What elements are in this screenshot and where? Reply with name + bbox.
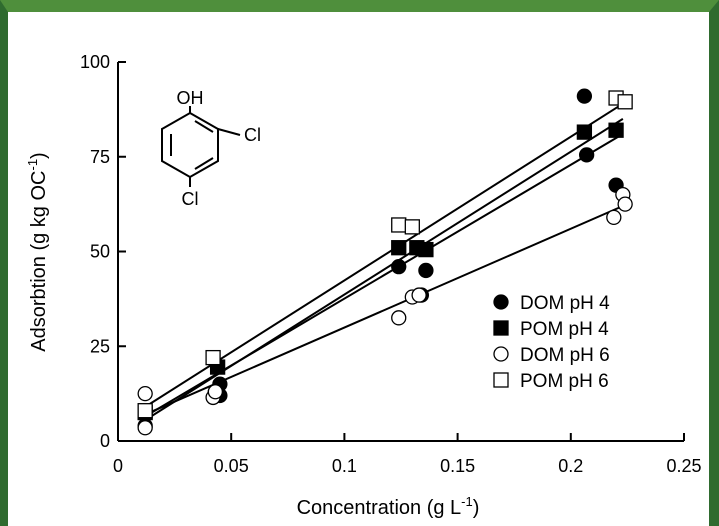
x-tick-label: 0.15 xyxy=(440,456,475,476)
y-axis-title: Adsorbtion (g kg OC-1) xyxy=(25,152,50,351)
data-point xyxy=(137,403,153,419)
tick-group: 0 0.05 0.1 0.15 0.2 0.25 0 25 50 75 100 xyxy=(80,52,702,476)
data-point xyxy=(576,88,593,104)
data-point xyxy=(418,262,434,279)
legend: DOM pH 4 POM pH 4 DOM pH 6 POM pH 6 xyxy=(493,293,610,392)
y-tick-label: 25 xyxy=(90,336,110,356)
x-tick-label: 0.1 xyxy=(332,456,357,476)
data-point xyxy=(391,217,407,233)
dichlorophenol-structure: OH Cl Cl xyxy=(161,88,261,209)
cl-bond xyxy=(217,128,241,136)
x-tick-label: 0.2 xyxy=(558,456,583,476)
legend-label: DOM pH 4 xyxy=(520,293,610,314)
x-tick-label: 0.05 xyxy=(214,456,249,476)
data-point xyxy=(391,240,407,256)
y-tick-label: 75 xyxy=(90,147,110,167)
x-tick-label: 0.25 xyxy=(666,456,701,476)
y-tick-label: 100 xyxy=(80,52,110,72)
data-point xyxy=(411,287,427,303)
data-point xyxy=(207,384,224,400)
data-point xyxy=(576,124,593,140)
x-tick-label: 0 xyxy=(113,456,123,476)
y-tick-label: 0 xyxy=(100,431,110,451)
data-point xyxy=(617,196,633,212)
data-point xyxy=(617,94,633,110)
data-point xyxy=(137,385,153,402)
y-tick-label: 50 xyxy=(90,242,110,262)
legend-label: POM pH 4 xyxy=(520,319,609,340)
ring-double-bond xyxy=(194,157,214,170)
legend-label: POM pH 6 xyxy=(520,371,609,392)
oh-label: OH xyxy=(177,88,204,108)
data-point xyxy=(404,219,420,235)
legend-marker xyxy=(493,372,509,388)
legend-marker xyxy=(493,294,509,310)
data-point xyxy=(137,420,153,436)
cl-label-ortho: Cl xyxy=(244,125,261,145)
cl-label-para: Cl xyxy=(182,189,199,209)
x-axis-title: Concentration (g L-1) xyxy=(297,494,480,519)
data-point xyxy=(418,241,434,258)
data-point xyxy=(608,122,624,138)
data-point xyxy=(205,349,221,366)
fit-line xyxy=(144,102,624,408)
data-point xyxy=(391,310,407,326)
data-points xyxy=(137,88,633,436)
legend-label: DOM pH 6 xyxy=(520,345,610,366)
data-point xyxy=(578,147,595,163)
data-point xyxy=(391,259,407,275)
legend-marker xyxy=(493,320,509,336)
ring-double-bond xyxy=(194,120,214,133)
legend-marker xyxy=(493,346,509,362)
data-point xyxy=(606,209,622,226)
